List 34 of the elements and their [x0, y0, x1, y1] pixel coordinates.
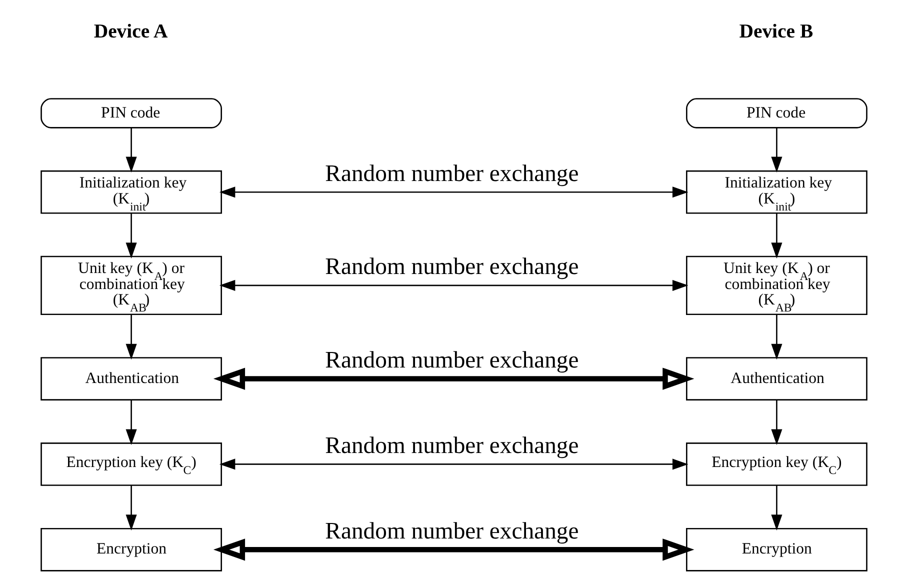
edge-label: Random number exchange — [325, 254, 579, 280]
arrow — [126, 128, 137, 172]
label: Device B — [739, 20, 814, 43]
arrow — [219, 186, 688, 198]
node-box: Initialization key (K$_{init}$) — [686, 170, 868, 214]
node-box: Unit key (K$_{A}$) or combination key (K$_{AB}$) — [40, 256, 222, 315]
arrow — [213, 538, 694, 561]
node-box: PIN code — [686, 98, 868, 128]
node-box: Authentication — [686, 357, 868, 400]
arrow — [771, 314, 782, 360]
arrow — [126, 214, 137, 258]
arrow — [771, 486, 782, 530]
arrow — [219, 458, 688, 470]
label: Device A — [94, 20, 168, 43]
arrow — [213, 368, 694, 390]
node-box: Encryption key (K$_{C}$) — [686, 442, 868, 486]
arrow — [219, 280, 688, 291]
node-box: Initialization key (K$_{init}$) — [40, 170, 222, 214]
node-box: PIN code — [40, 98, 222, 128]
node-box: Encryption — [40, 528, 222, 572]
arrow — [771, 214, 782, 258]
edge-label: Random number exchange — [325, 432, 579, 459]
edge-label: Random number exchange — [325, 518, 579, 544]
arrow — [771, 400, 782, 446]
arrow — [126, 314, 137, 360]
edge-label: Random number exchange — [325, 347, 579, 374]
arrow — [126, 400, 137, 446]
edge-label: Random number exchange — [325, 160, 579, 187]
node-box: Encryption key (K$_{C}$) — [40, 442, 222, 486]
arrow — [771, 128, 782, 172]
node-box: Encryption — [686, 528, 868, 572]
arrow — [126, 486, 137, 530]
node-box: Unit key (K$_{A}$) or combination key (K$_{AB}$) — [686, 256, 868, 315]
node-box: Authentication — [40, 357, 222, 400]
